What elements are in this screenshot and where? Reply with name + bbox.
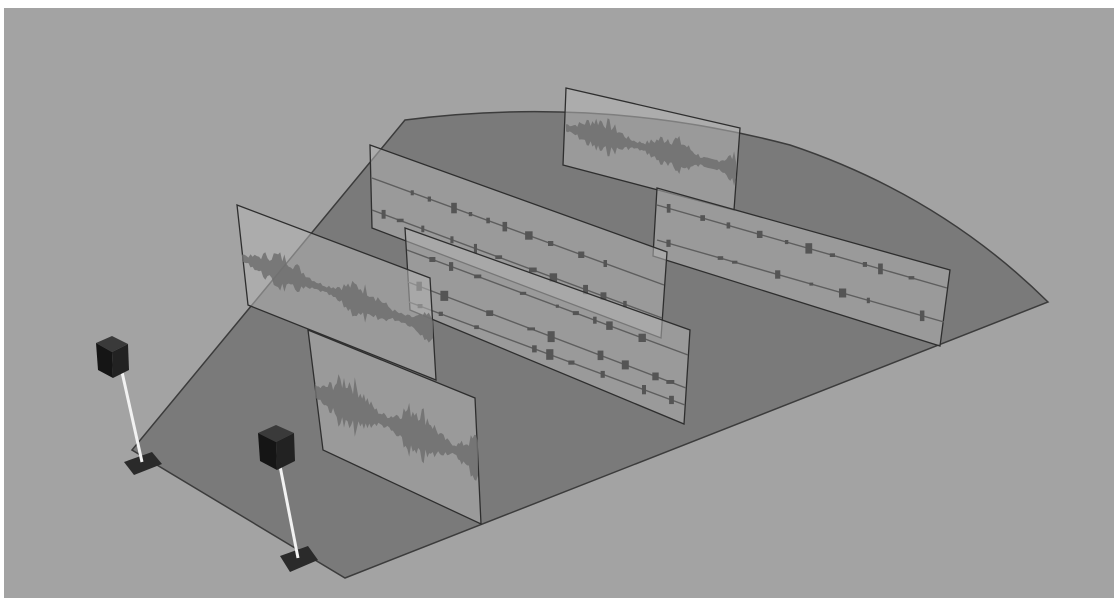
note-mark — [666, 240, 670, 247]
note-mark — [548, 241, 553, 246]
note-mark — [642, 385, 646, 394]
note-mark — [863, 262, 867, 267]
note-mark — [532, 345, 537, 352]
note-mark — [809, 283, 813, 286]
note-mark — [732, 261, 737, 264]
note-mark — [525, 231, 533, 239]
note-mark — [700, 215, 705, 221]
note-mark — [451, 203, 457, 214]
note-mark — [775, 270, 780, 278]
note-mark — [439, 312, 443, 316]
note-mark — [440, 291, 448, 301]
note-mark — [421, 226, 424, 233]
note-mark — [411, 190, 414, 195]
note-mark — [503, 222, 508, 232]
note-mark — [606, 321, 613, 330]
note-mark — [604, 260, 608, 267]
note-mark — [495, 255, 502, 259]
note-mark — [757, 231, 763, 238]
note-mark — [486, 218, 490, 224]
note-mark — [573, 311, 579, 315]
note-mark — [529, 268, 537, 273]
note-mark — [920, 311, 925, 322]
note-mark — [548, 331, 555, 342]
note-mark — [639, 334, 646, 342]
note-mark — [428, 197, 431, 202]
note-mark — [669, 396, 674, 404]
note-mark — [474, 325, 479, 329]
note-mark — [520, 292, 526, 295]
note-mark — [909, 276, 915, 279]
note-mark — [666, 380, 674, 384]
note-mark — [474, 244, 477, 253]
note-mark — [622, 360, 629, 369]
note-mark — [839, 289, 846, 298]
note-mark — [469, 212, 472, 216]
note-mark — [546, 349, 553, 360]
note-mark — [474, 275, 481, 279]
note-mark — [429, 257, 435, 262]
note-mark — [805, 243, 812, 253]
note-mark — [718, 256, 724, 260]
note-mark — [830, 253, 835, 257]
note-mark — [593, 317, 597, 324]
note-mark — [867, 298, 870, 304]
note-mark — [556, 305, 559, 308]
note-mark — [527, 327, 535, 330]
note-mark — [878, 264, 883, 275]
note-mark — [568, 361, 574, 365]
note-mark — [397, 219, 404, 223]
note-mark — [486, 310, 493, 316]
note-mark — [382, 210, 386, 219]
note-mark — [785, 240, 788, 244]
note-mark — [578, 252, 584, 259]
note-mark — [450, 236, 453, 243]
note-mark — [449, 262, 453, 271]
note-mark — [652, 373, 658, 381]
note-mark — [601, 371, 605, 378]
note-mark — [667, 204, 671, 213]
note-mark — [598, 351, 604, 361]
note-mark — [727, 222, 731, 228]
